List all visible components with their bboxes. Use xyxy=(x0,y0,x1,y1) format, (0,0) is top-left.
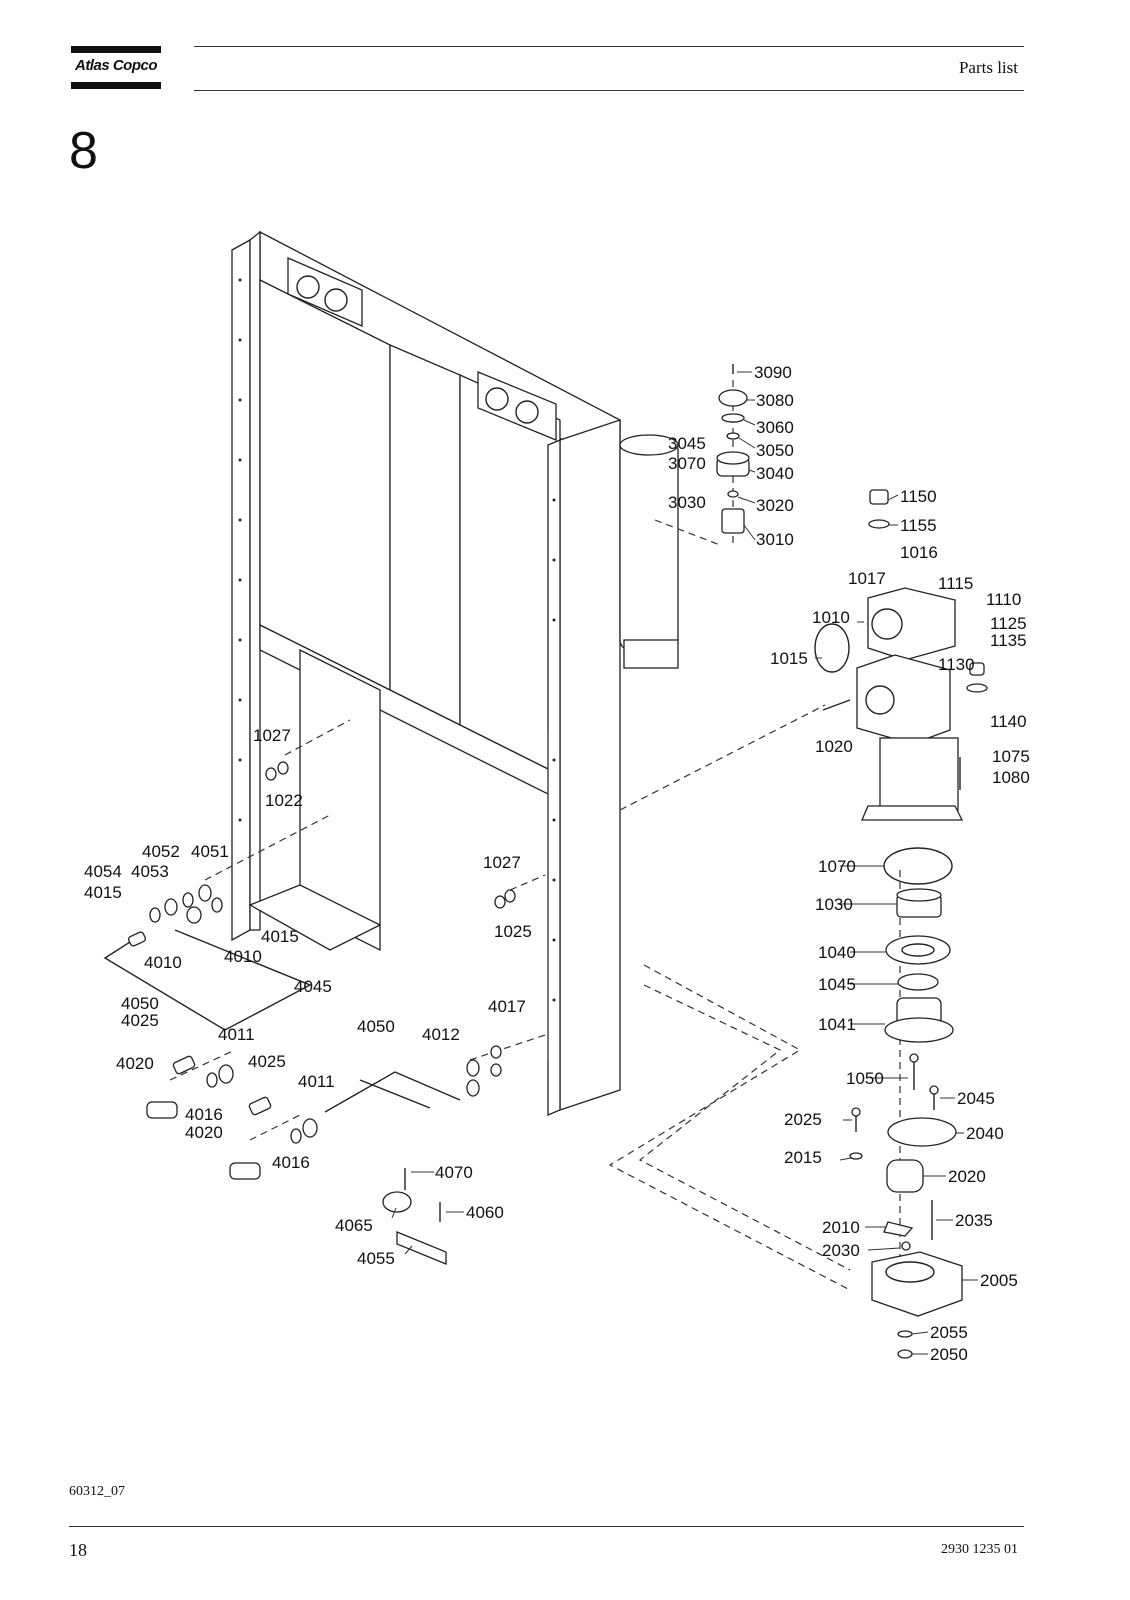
callout-4011-left: 4011 xyxy=(218,1025,255,1044)
callout-4025-left: 4025 xyxy=(121,1011,159,1030)
header-bottom-rule xyxy=(194,90,1024,91)
callout-2050: 2050 xyxy=(930,1345,968,1364)
page-number: 18 xyxy=(69,1540,87,1560)
callout-3050: 3050 xyxy=(756,441,794,460)
callout-4051: 4051 xyxy=(191,842,229,861)
callout-4050-mid: 4050 xyxy=(357,1017,395,1036)
callout-1015: 1015 xyxy=(770,649,808,668)
callout-4020-left: 4020 xyxy=(116,1054,154,1073)
callout-1041: 1041 xyxy=(818,1015,856,1034)
callout-labels: 3090 3080 3060 3045 3050 3070 3040 3030 … xyxy=(84,363,1030,1364)
callout-4016-mid: 4016 xyxy=(272,1153,310,1172)
section-number: 8 xyxy=(69,122,98,180)
callout-1010: 1010 xyxy=(812,608,850,627)
header-top-rule xyxy=(194,46,1024,47)
footer-rule xyxy=(69,1526,1024,1527)
callout-1070: 1070 xyxy=(818,857,856,876)
callout-2035: 2035 xyxy=(955,1211,993,1230)
callout-1040: 1040 xyxy=(818,943,856,962)
callout-3045: 3045 xyxy=(668,434,706,453)
callout-1050: 1050 xyxy=(846,1069,884,1088)
callout-4015-left: 4015 xyxy=(84,883,122,902)
callout-1155: 1155 xyxy=(900,516,937,535)
callout-4016-left: 4016 xyxy=(185,1105,223,1124)
callout-4010-left: 4010 xyxy=(144,953,182,972)
callout-leader-lines xyxy=(391,371,978,1355)
logo-top-bar xyxy=(71,46,161,53)
assembly-leader-dashes xyxy=(169,380,901,1291)
callout-3090: 3090 xyxy=(754,363,792,382)
callout-4055: 4055 xyxy=(357,1249,395,1268)
callout-3060: 3060 xyxy=(756,418,794,437)
callout-2055: 2055 xyxy=(930,1323,968,1342)
callout-1080: 1080 xyxy=(992,768,1030,787)
callout-3020: 3020 xyxy=(756,496,794,515)
callout-4065: 4065 xyxy=(335,1216,373,1235)
callout-1135: 1135 xyxy=(990,631,1027,650)
callout-4011-mid: 4011 xyxy=(298,1072,335,1091)
callout-1025: 1025 xyxy=(494,922,532,941)
callout-2005: 2005 xyxy=(980,1271,1018,1290)
callout-4017: 4017 xyxy=(488,997,526,1016)
callout-1045: 1045 xyxy=(818,975,856,994)
callout-4015-mid: 4015 xyxy=(261,927,299,946)
callout-1130: 1130 xyxy=(938,655,975,674)
callout-1125: 1125 xyxy=(990,614,1027,633)
callout-4054: 4054 xyxy=(84,862,122,881)
callout-2025: 2025 xyxy=(784,1110,822,1129)
callout-1016: 1016 xyxy=(900,543,938,562)
callout-1022: 1022 xyxy=(265,791,303,810)
callout-1075: 1075 xyxy=(992,747,1030,766)
callout-4010-mid: 4010 xyxy=(224,947,262,966)
callout-1030: 1030 xyxy=(815,895,853,914)
callout-2045: 2045 xyxy=(957,1089,995,1108)
callout-4053: 4053 xyxy=(131,862,169,881)
callout-1140: 1140 xyxy=(990,712,1027,731)
dryer-frame-drawing xyxy=(231,230,679,1116)
callout-3040: 3040 xyxy=(756,464,794,483)
callout-1027-mid: 1027 xyxy=(483,853,521,872)
callout-2030: 2030 xyxy=(822,1241,860,1260)
piping-assembly-drawing xyxy=(103,761,516,1265)
document-number: 2930 1235 01 xyxy=(941,1542,1018,1557)
callout-4070: 4070 xyxy=(435,1163,473,1182)
atlas-copco-logo: Atlas Copco xyxy=(71,46,161,90)
figure-code: 60312_07 xyxy=(69,1484,125,1499)
callout-3030: 3030 xyxy=(668,493,706,512)
callout-4060: 4060 xyxy=(466,1203,504,1222)
callout-4025-mid: 4025 xyxy=(248,1052,286,1071)
callout-3070: 3070 xyxy=(668,454,706,473)
callout-1115: 1115 xyxy=(938,574,973,593)
filter-assembly-drawing xyxy=(716,364,988,1359)
callout-1150: 1150 xyxy=(900,487,937,506)
callout-2020: 2020 xyxy=(948,1167,986,1186)
callout-4020-mid: 4020 xyxy=(185,1123,223,1142)
callout-2015: 2015 xyxy=(784,1148,822,1167)
callout-1017: 1017 xyxy=(848,569,886,588)
callout-1020: 1020 xyxy=(815,737,853,756)
callout-3080: 3080 xyxy=(756,391,794,410)
callout-3010: 3010 xyxy=(756,530,794,549)
callout-4050-left: 4050 xyxy=(121,994,159,1013)
callout-1027-left: 1027 xyxy=(253,726,291,745)
callout-2040: 2040 xyxy=(966,1124,1004,1143)
callout-4045: 4045 xyxy=(294,977,332,996)
callout-1110: 1110 xyxy=(986,590,1021,609)
callout-2010: 2010 xyxy=(822,1218,860,1237)
logo-bottom-bar xyxy=(71,82,161,89)
callout-4052: 4052 xyxy=(142,842,180,861)
callout-4012: 4012 xyxy=(422,1025,460,1044)
logo-wordmark: Atlas Copco xyxy=(74,57,158,74)
header-title: Parts list xyxy=(958,58,1018,77)
